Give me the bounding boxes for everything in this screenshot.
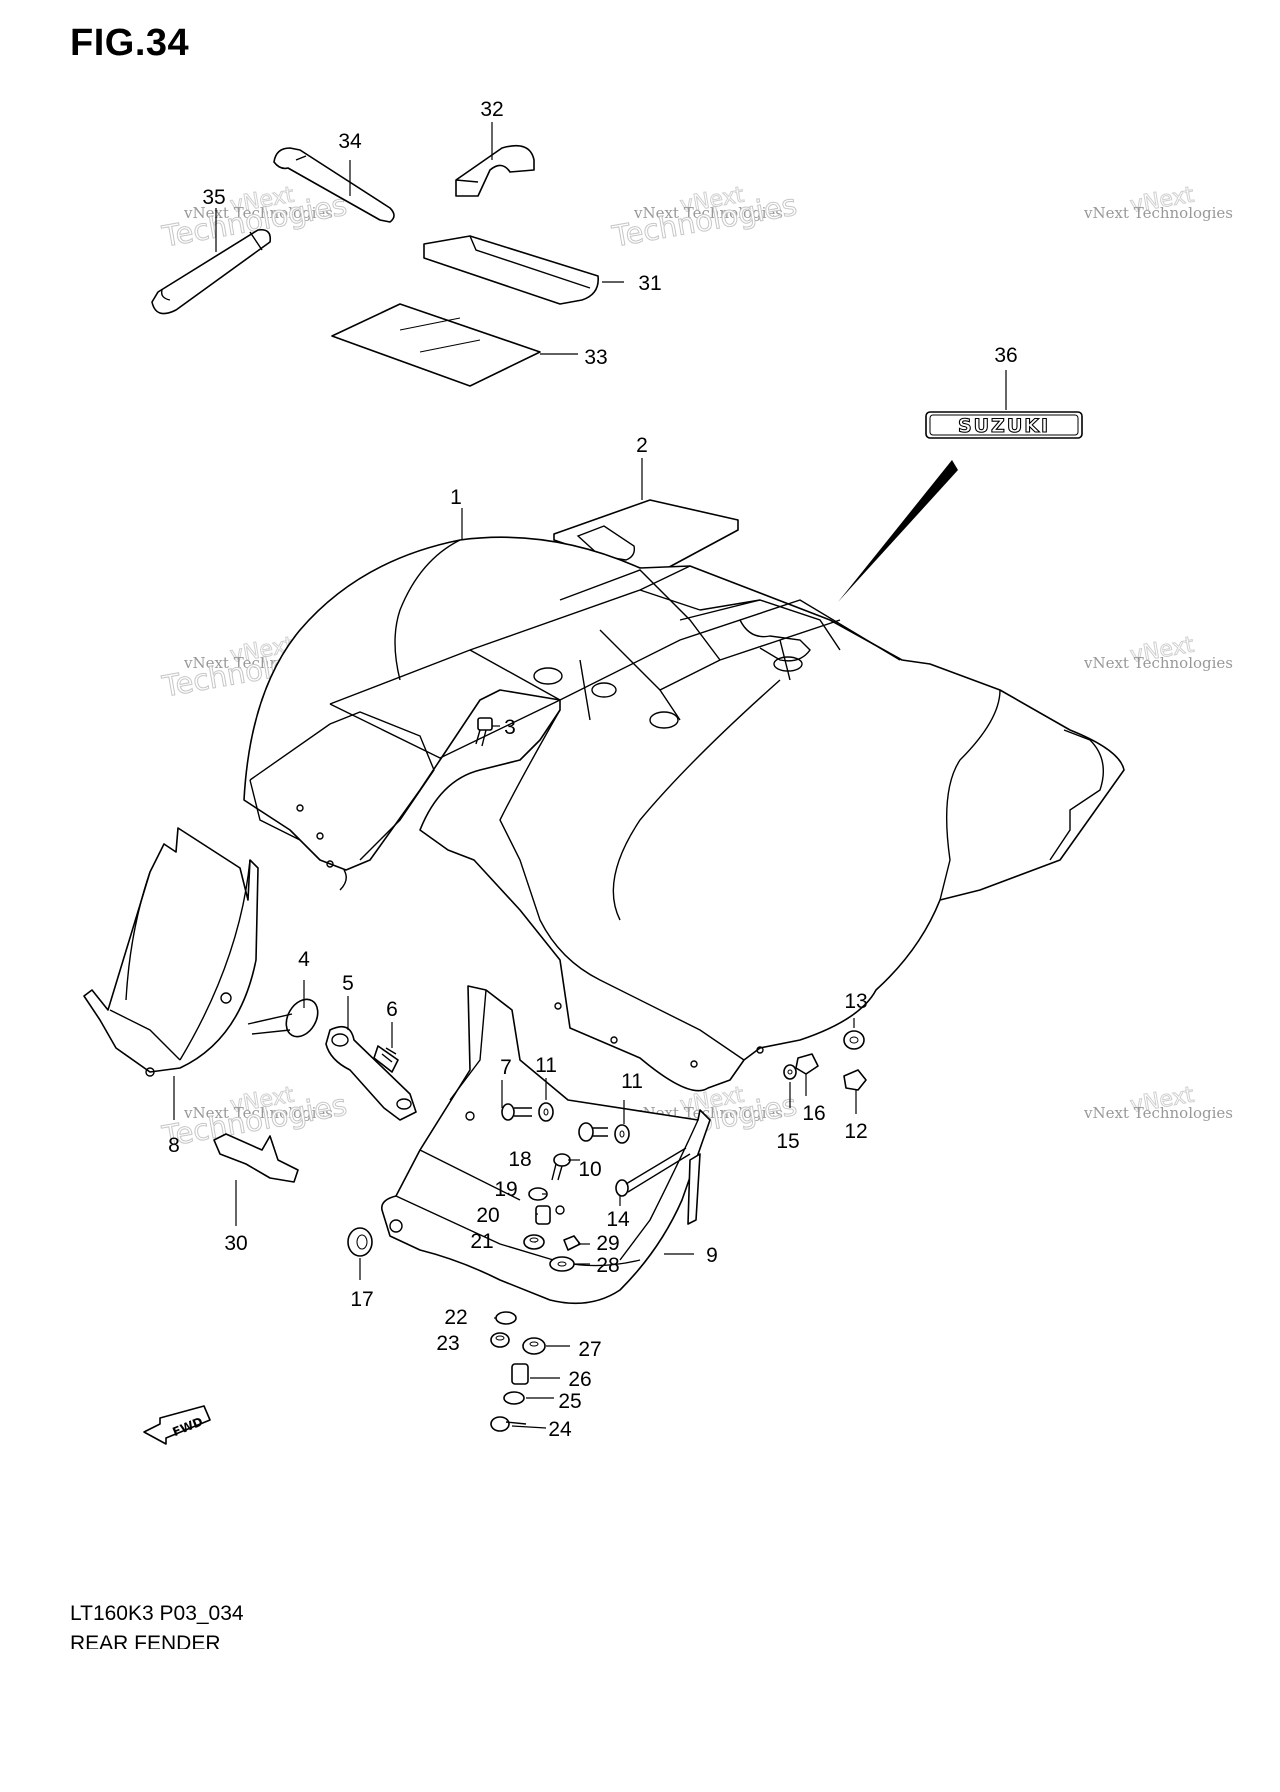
callout-8: 8 bbox=[168, 1134, 180, 1157]
part-15-washer bbox=[783, 1064, 797, 1080]
part-1-rear-fender bbox=[243, 536, 1125, 1092]
callout-1: 1 bbox=[450, 486, 462, 509]
part-10-screw bbox=[578, 1122, 608, 1142]
part-25-washer bbox=[503, 1391, 525, 1405]
callout-23: 23 bbox=[436, 1332, 459, 1355]
part-26-collar bbox=[511, 1363, 529, 1385]
callout-11a: 11 bbox=[535, 1054, 557, 1077]
figure-name: REAR FENDER bbox=[70, 1632, 221, 1649]
callout-27: 27 bbox=[578, 1338, 601, 1361]
figure-code: LT160K3 P03_034 bbox=[70, 1602, 244, 1625]
part-7-bolt bbox=[501, 1103, 532, 1121]
callout-36: 36 bbox=[994, 344, 1017, 367]
callout-19: 19 bbox=[494, 1178, 517, 1201]
callout-18: 18 bbox=[508, 1148, 531, 1171]
part-13-nut bbox=[843, 1030, 865, 1050]
part-23-collar bbox=[490, 1332, 510, 1348]
emblem-text: SUZUKI bbox=[958, 415, 1050, 437]
callout-25: 25 bbox=[558, 1390, 581, 1413]
callout-22: 22 bbox=[444, 1306, 467, 1329]
part-14-bolt bbox=[615, 1147, 691, 1197]
part-16-nut bbox=[795, 1053, 819, 1075]
callout-28: 28 bbox=[596, 1254, 619, 1277]
emblem-pointer-arrow bbox=[838, 460, 958, 602]
leader-lines bbox=[173, 122, 1007, 1429]
callout-29: 29 bbox=[596, 1232, 619, 1255]
callout-16: 16 bbox=[802, 1102, 825, 1125]
callout-17: 17 bbox=[350, 1288, 373, 1311]
part-27-nut bbox=[522, 1337, 546, 1355]
part-34-spanner bbox=[273, 147, 395, 223]
part-32-bracket bbox=[455, 144, 535, 197]
part-6-bolt bbox=[373, 1045, 399, 1073]
callout-10: 10 bbox=[578, 1158, 601, 1181]
part-3-bolt bbox=[475, 717, 493, 747]
part-18-screw bbox=[551, 1153, 571, 1181]
callout-11b: 11 bbox=[621, 1070, 643, 1093]
callout-20: 20 bbox=[476, 1204, 499, 1227]
part-9-lower-panel bbox=[380, 985, 711, 1305]
callout-21: 21 bbox=[470, 1230, 493, 1253]
part-35-tool bbox=[151, 228, 272, 315]
callout-7: 7 bbox=[500, 1056, 512, 1079]
callout-12: 12 bbox=[844, 1120, 867, 1143]
figure-title: FIG.34 bbox=[70, 22, 190, 64]
part-11-washer-a bbox=[538, 1102, 554, 1122]
callout-14: 14 bbox=[606, 1208, 630, 1231]
part-31-cover bbox=[423, 235, 599, 305]
callout-35: 35 bbox=[202, 186, 225, 209]
part-17-grommet bbox=[347, 1227, 373, 1257]
callout-9: 9 bbox=[706, 1244, 718, 1267]
callout-5: 5 bbox=[342, 972, 354, 995]
callout-6: 6 bbox=[386, 998, 398, 1021]
callout-15: 15 bbox=[776, 1130, 799, 1153]
part-33-sheet bbox=[331, 303, 541, 387]
fwd-direction-marker: FWD bbox=[143, 1405, 211, 1445]
part-28-washer bbox=[549, 1256, 575, 1272]
callout-4: 4 bbox=[298, 948, 310, 971]
callout-34: 34 bbox=[338, 130, 362, 153]
part-30-bracket bbox=[213, 1133, 299, 1183]
part-12-nut bbox=[843, 1069, 867, 1091]
part-22-washer bbox=[495, 1311, 517, 1325]
part-4-reflector bbox=[247, 998, 319, 1038]
part-11-washer-b bbox=[614, 1124, 630, 1144]
part-5-handle bbox=[325, 1025, 417, 1121]
callout-33: 33 bbox=[584, 346, 607, 369]
part-24-bolt bbox=[490, 1416, 527, 1432]
callout-31: 31 bbox=[638, 272, 661, 295]
part-36-emblem: SUZUKI bbox=[925, 411, 1083, 439]
callout-3: 3 bbox=[504, 716, 516, 739]
callout-26: 26 bbox=[568, 1368, 591, 1391]
callout-13: 13 bbox=[844, 990, 867, 1013]
callout-24: 24 bbox=[548, 1418, 572, 1441]
callout-2: 2 bbox=[636, 434, 648, 457]
callout-30: 30 bbox=[224, 1232, 247, 1255]
part-19-washer bbox=[528, 1187, 548, 1201]
callout-32: 32 bbox=[480, 98, 503, 121]
part-20-collar bbox=[535, 1205, 551, 1225]
part-8-mud-guard bbox=[83, 827, 259, 1077]
callout-labels: 1 2 3 4 5 6 7 8 9 10 11 11 12 13 14 15 1… bbox=[168, 98, 1018, 1441]
